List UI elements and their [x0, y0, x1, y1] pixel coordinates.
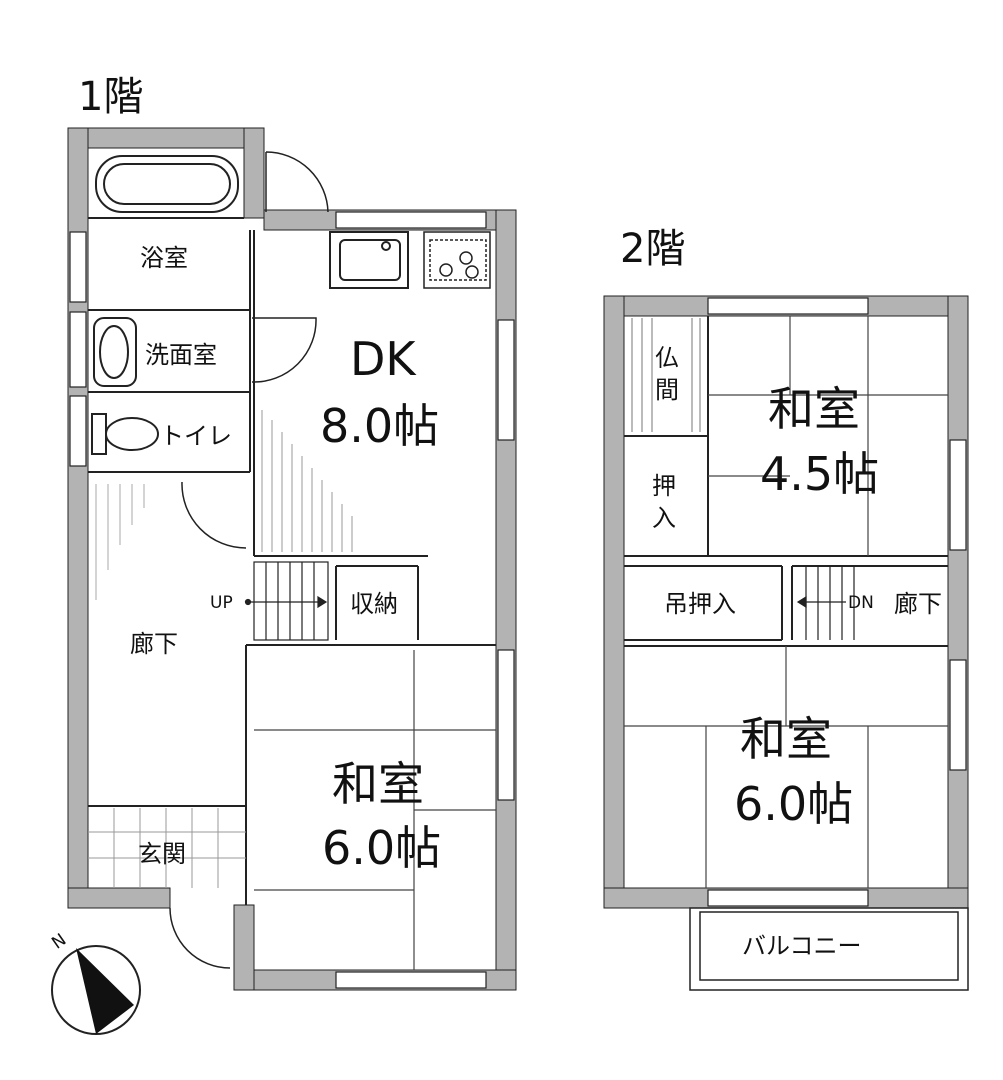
label-washitsu-small-size: 4.5帖 — [760, 447, 879, 501]
north-arrow-icon — [76, 948, 134, 1034]
wash-basin — [93, 317, 137, 387]
label-storage: 収納 — [350, 590, 398, 618]
stairs-dn — [796, 566, 855, 640]
gas-stove — [423, 231, 491, 289]
floor2-partitions — [624, 316, 948, 647]
label-butsuma-1: 仏 — [655, 344, 679, 372]
label-washitsu-large-size: 6.0帖 — [734, 777, 853, 831]
tatami-1f — [254, 650, 496, 970]
label-washitsu-1f-name: 和室 — [332, 757, 424, 811]
floor1-title: 1階 — [78, 74, 143, 120]
floor2-title: 2階 — [620, 226, 685, 272]
balcony-outline — [689, 907, 969, 991]
label-bath: 浴室 — [140, 244, 188, 272]
floor1-partitions — [88, 217, 496, 905]
toilet-fixture — [91, 413, 159, 455]
floor1-windows — [69, 211, 515, 989]
label-washitsu-large-name: 和室 — [740, 712, 832, 766]
floor1-doors — [169, 151, 329, 969]
label-tsuri-oshiire: 吊押入 — [664, 590, 736, 618]
label-washitsu-1f-size: 6.0帖 — [322, 821, 441, 875]
compass-label: N — [48, 930, 70, 954]
compass: N — [48, 930, 141, 1035]
label-butsuma-2: 間 — [655, 376, 679, 404]
kitchen-sink — [329, 231, 409, 289]
label-corridor-1f: 廊下 — [130, 630, 178, 658]
floor1-walls — [67, 127, 517, 991]
label-stairs-up: UP — [210, 593, 233, 613]
floor2: 2階 — [603, 226, 969, 991]
floor1: 1階 — [67, 74, 517, 991]
dk-hatch — [261, 410, 353, 552]
corridor-hatch — [95, 484, 145, 600]
label-toilet: トイレ — [160, 422, 232, 450]
bathtub — [95, 155, 239, 213]
label-oshiire-2: 入 — [652, 504, 676, 532]
floor2-windows — [707, 297, 967, 907]
label-corridor-2f: 廊下 — [894, 590, 942, 618]
label-oshiire-1: 押 — [652, 472, 676, 500]
label-stairs-dn: DN — [848, 593, 874, 613]
stairs-up — [244, 561, 329, 641]
label-entrance: 玄関 — [138, 840, 186, 868]
label-dk-size: 8.0帖 — [320, 399, 439, 453]
label-washroom: 洗面室 — [145, 341, 217, 369]
tatami-2f — [624, 316, 948, 888]
label-washitsu-small-name: 和室 — [768, 382, 860, 436]
label-balcony: バルコニー — [742, 932, 862, 960]
butsuma-hatch — [631, 318, 701, 432]
entrance-tiles — [88, 808, 246, 888]
label-dk-name: DK — [350, 332, 417, 386]
